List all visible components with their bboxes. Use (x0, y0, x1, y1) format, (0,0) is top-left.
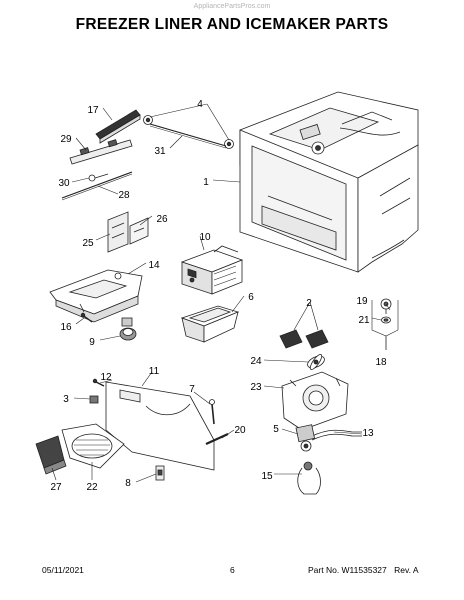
callout-20: 20 (234, 425, 246, 436)
callout-1: 1 (203, 177, 209, 188)
part-15-motor-bracket[interactable] (297, 461, 321, 495)
part-3-clip[interactable] (89, 395, 99, 404)
part-31-rod[interactable] (149, 123, 227, 149)
footer-date: 05/11/2021 (42, 565, 84, 575)
callout-29: 29 (60, 134, 72, 145)
callout-25: 25 (82, 238, 94, 249)
callout-6: 6 (248, 292, 254, 303)
part-2-foam-strips[interactable] (279, 329, 329, 349)
footer-part-number: Part No. W11535327 (308, 565, 387, 575)
watermark: AppliancePartsPros.com (193, 3, 271, 10)
callout-14: 14 (148, 260, 160, 271)
part-6-ice-bucket[interactable] (180, 305, 240, 343)
callout-22: 22 (86, 482, 98, 493)
part-22-grille[interactable] (61, 423, 125, 469)
part-freezer-liner[interactable] (239, 91, 419, 273)
callout-2: 2 (306, 298, 312, 309)
part-30-roller[interactable] (88, 173, 109, 182)
callout-15: 15 (261, 471, 273, 482)
part-10-icemaker[interactable] (180, 245, 244, 295)
callout-10: 10 (199, 232, 211, 243)
callout-7: 7 (189, 384, 195, 395)
footer-page-number: 6 (230, 565, 235, 575)
part-21-grommet[interactable] (381, 316, 391, 324)
callout-11: 11 (149, 366, 160, 377)
part-9-motor[interactable] (119, 317, 137, 341)
part-4-rollers[interactable] (143, 115, 234, 149)
callout-28: 28 (118, 190, 130, 201)
callout-5: 5 (273, 424, 279, 435)
footer-revision: Rev. A (394, 565, 419, 575)
callout-16: 16 (60, 322, 72, 333)
part-17-rail[interactable] (95, 109, 141, 144)
callout-31: 31 (154, 146, 166, 157)
part-19-sensor[interactable] (380, 298, 392, 314)
callout-27: 27 (50, 482, 62, 493)
part-26-bracket[interactable] (129, 217, 149, 245)
callout-9: 9 (89, 337, 95, 348)
callout-8: 8 (125, 478, 131, 489)
footer-part-info: Part No. W11535327 Rev. A (308, 565, 419, 575)
part-7-heater[interactable] (209, 399, 215, 425)
callout-12: 12 (100, 372, 112, 383)
callout-26: 26 (156, 214, 168, 225)
part-13-wire-harness[interactable] (311, 429, 362, 441)
part-28-rod[interactable] (61, 171, 133, 201)
callout-19: 19 (356, 296, 368, 307)
callout-24: 24 (250, 356, 262, 367)
part-25-bracket[interactable] (107, 211, 129, 253)
callout-30: 30 (58, 178, 70, 189)
callout-23: 23 (250, 382, 262, 393)
callout-21: 21 (358, 315, 370, 326)
callout-17: 17 (87, 105, 99, 116)
callout-3: 3 (63, 394, 69, 405)
part-18-assembly-bracket (371, 300, 399, 350)
part-27-cover[interactable] (35, 435, 67, 475)
part-20-drain-tube[interactable] (205, 432, 229, 446)
callout-18: 18 (375, 357, 387, 368)
callout-labels: 17 4 29 31 30 1 28 26 25 10 14 6 2 19 16… (50, 99, 387, 493)
callout-4: 4 (197, 99, 203, 110)
part-23-fan-housing[interactable] (281, 371, 349, 431)
callout-13: 13 (362, 428, 374, 439)
part-12-screw[interactable] (92, 378, 105, 387)
part-29-bracket[interactable] (69, 139, 133, 165)
part-24-fan-blade[interactable] (306, 353, 327, 371)
part-14-ice-bin-support[interactable] (49, 269, 143, 323)
part-16-screw[interactable] (80, 312, 93, 323)
part-8-connector[interactable] (155, 465, 165, 481)
part-5-fan-motor[interactable] (295, 424, 316, 452)
part-11-back-panel[interactable] (105, 381, 215, 471)
page-title: FREEZER LINER AND ICEMAKER PARTS (75, 16, 389, 33)
leader-lines (51, 103, 391, 483)
